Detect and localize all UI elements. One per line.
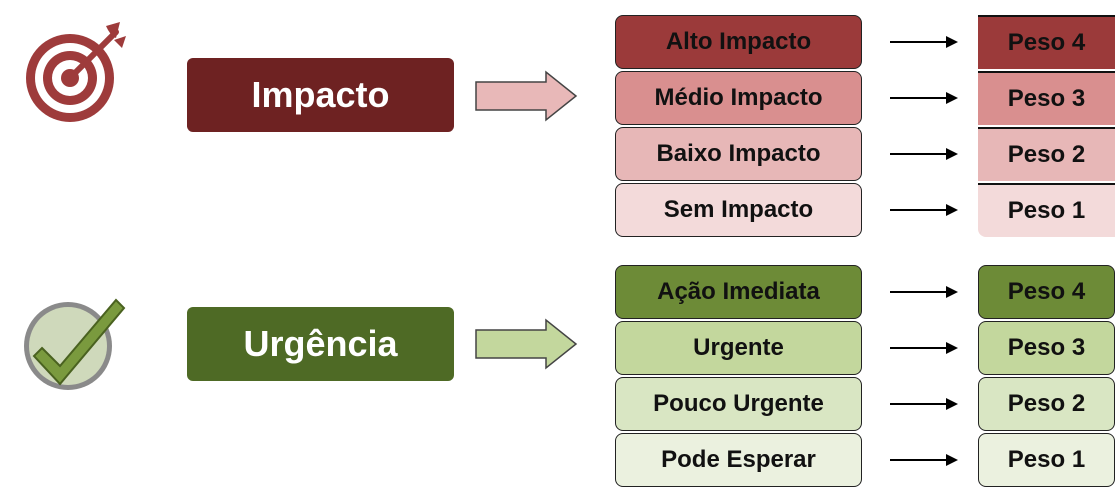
impacto-weight-label: Peso 3 — [1007, 85, 1086, 112]
right-arrow-icon — [890, 454, 958, 466]
impacto-level-box: Sem Impacto — [615, 183, 862, 237]
urgencia-weight-label: Peso 2 — [1007, 390, 1086, 417]
right-arrow-icon — [890, 148, 958, 160]
urgencia-block-arrow — [475, 318, 578, 370]
right-arrow-icon — [890, 342, 958, 354]
impacto-level-label: Alto Impacto — [665, 28, 812, 55]
urgencia-level-label: Pouco Urgente — [653, 390, 824, 417]
impacto-level-label: Baixo Impacto — [656, 140, 821, 167]
target-icon — [26, 22, 126, 122]
impacto-weight-box: Peso 2 — [978, 127, 1115, 181]
impacto-level-box: Baixo Impacto — [615, 127, 862, 181]
impacto-level-box: Alto Impacto — [615, 15, 862, 69]
impacto-weight-box: Peso 1 — [978, 183, 1115, 237]
urgencia-weight-box: Peso 1 — [978, 433, 1115, 487]
urgencia-weight-box: Peso 4 — [978, 265, 1115, 319]
urgencia-level-box: Pouco Urgente — [615, 377, 862, 431]
right-arrow-icon — [890, 204, 958, 216]
impacto-level-label: Sem Impacto — [663, 196, 814, 223]
urgencia-level-label: Ação Imediata — [657, 278, 820, 305]
urgencia-title: Urgência — [243, 323, 398, 364]
urgencia-weight-box: Peso 3 — [978, 321, 1115, 375]
urgencia-level-label: Urgente — [693, 334, 784, 361]
impacto-weight-box: Peso 3 — [978, 71, 1115, 125]
urgencia-level-box: Pode Esperar — [615, 433, 862, 487]
right-arrow-icon — [890, 398, 958, 410]
urgencia-title-box: Urgência — [187, 307, 454, 381]
urgencia-level-label: Pode Esperar — [661, 446, 816, 473]
impacto-weight-label: Peso 1 — [1007, 197, 1086, 224]
impacto-weight-label: Peso 4 — [1007, 29, 1086, 56]
right-arrow-icon — [890, 36, 958, 48]
impacto-title-box: Impacto — [187, 58, 454, 132]
urgencia-level-box: Urgente — [615, 321, 862, 375]
right-arrow-icon — [890, 92, 958, 104]
checkmark-icon — [24, 298, 126, 390]
impacto-level-label: Médio Impacto — [654, 84, 823, 111]
right-arrow-icon — [890, 286, 958, 298]
urgencia-level-box: Ação Imediata — [615, 265, 862, 319]
impacto-title: Impacto — [251, 74, 390, 115]
urgencia-weight-box: Peso 2 — [978, 377, 1115, 431]
urgencia-weight-label: Peso 3 — [1007, 334, 1086, 361]
impacto-level-box: Médio Impacto — [615, 71, 862, 125]
urgencia-weight-label: Peso 1 — [1007, 446, 1086, 473]
impacto-weight-label: Peso 2 — [1007, 141, 1086, 168]
impacto-weight-box: Peso 4 — [978, 15, 1115, 69]
impacto-block-arrow — [475, 70, 578, 122]
urgencia-weight-label: Peso 4 — [1007, 278, 1086, 305]
